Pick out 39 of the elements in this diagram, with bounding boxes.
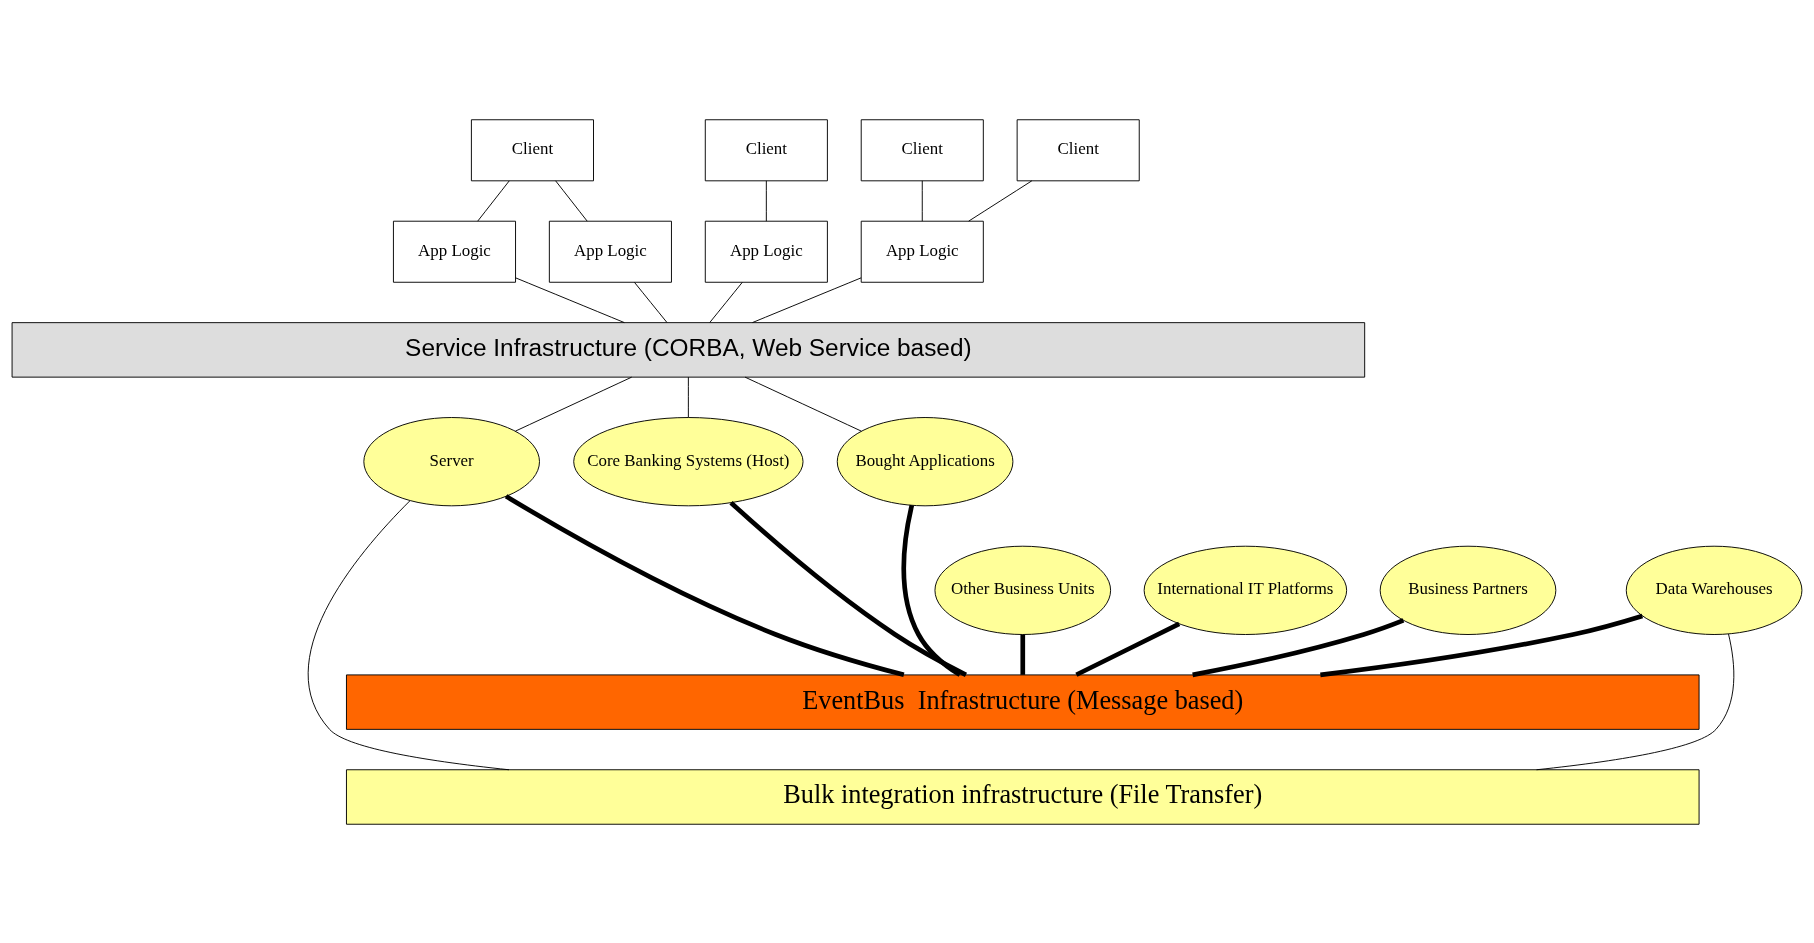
node-box: App Logic	[704, 220, 828, 283]
connector	[477, 179, 510, 222]
connector	[515, 276, 625, 323]
connector	[968, 179, 1033, 222]
node-box: EventBus Infrastructure (Message based)	[346, 673, 1700, 730]
node-ellipse: Core Banking Systems (Host)	[573, 416, 804, 506]
node-ellipse: Server	[363, 416, 540, 506]
connector	[555, 179, 588, 222]
connector	[1536, 633, 1735, 770]
connector	[1320, 613, 1644, 677]
connector	[514, 376, 633, 432]
connector	[901, 504, 962, 677]
connector	[633, 281, 668, 323]
node-box: Bulk integration infrastructure (File Transfer)	[346, 768, 1700, 825]
connector	[1192, 617, 1405, 677]
node-box: App Logic	[392, 220, 516, 283]
node-box: Client	[1016, 118, 1140, 181]
connector	[744, 376, 862, 432]
connector	[729, 500, 968, 677]
node-ellipse: Other Business Units	[934, 545, 1112, 635]
connector	[765, 179, 767, 222]
connector	[1020, 634, 1026, 675]
node-box: Client	[704, 118, 828, 181]
node-ellipse: Bought Applications	[836, 416, 1014, 506]
node-ellipse: Data Warehouses	[1625, 545, 1803, 635]
node-box: App Logic	[860, 220, 984, 283]
node-box: Client	[860, 118, 984, 181]
connector	[504, 493, 905, 677]
connector	[687, 376, 689, 418]
connector	[307, 499, 510, 770]
connector	[1075, 621, 1181, 677]
node-box: App Logic	[548, 220, 672, 283]
connector	[709, 281, 743, 323]
node-ellipse: International IT Platforms	[1143, 545, 1348, 635]
node-box: Service Infrastructure (CORBA, Web Service based)	[11, 321, 1366, 378]
node-box: Client	[470, 118, 594, 181]
connector	[751, 276, 862, 323]
connector	[921, 179, 923, 222]
node-ellipse: Business Partners	[1379, 545, 1557, 635]
